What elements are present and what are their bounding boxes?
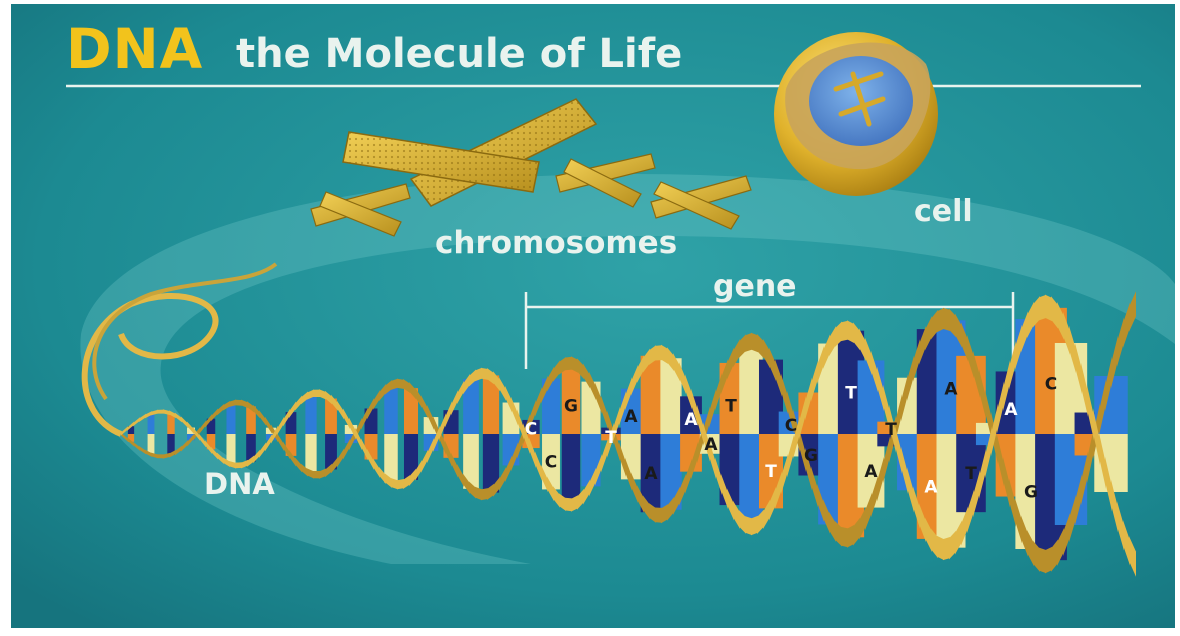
base-segment (148, 414, 155, 434)
dna-infographic: CCGTAAAATTCGTATAATAGC DNA the Molecule o… (11, 4, 1175, 628)
back-strand-segment (937, 308, 944, 332)
base-letter: A (944, 380, 958, 400)
front-strand-segment (745, 516, 752, 535)
base-letter: T (725, 397, 737, 417)
base-segment (148, 434, 155, 454)
base-letter: A (1004, 400, 1018, 420)
base-letter: T (885, 420, 897, 440)
title-text: the Molecule of Life (236, 34, 682, 74)
illustration: CCGTAAAATTCGTATAATAGC (11, 4, 1175, 628)
back-strand-segment (481, 488, 488, 500)
base-segment (305, 394, 316, 434)
base-letter: C (785, 416, 797, 436)
base-letter: A (684, 410, 698, 430)
front-strand-segment (481, 368, 488, 380)
front-strand-segment (847, 320, 854, 343)
base-letter: C (1045, 375, 1057, 395)
back-strand-segment (745, 333, 752, 352)
back-strand-segment (397, 379, 404, 389)
base-segment (226, 434, 235, 464)
cell-illustration (774, 32, 938, 196)
base-letter: G (564, 396, 578, 416)
dna-label: DNA (204, 470, 275, 499)
base-letter: A (704, 435, 718, 455)
base-letter: C (545, 453, 557, 473)
base-segment (226, 404, 235, 434)
base-letter: A (644, 464, 658, 484)
chromosomes-label: chromosomes (435, 228, 677, 259)
cell-label: cell (914, 197, 973, 227)
base-letter: A (924, 477, 938, 497)
back-strand-segment (847, 525, 854, 548)
back-strand-segment (157, 454, 164, 458)
base-letter: A (864, 462, 878, 482)
front-strand-segment (943, 537, 950, 560)
front-strand-segment (751, 516, 758, 535)
title-dna: DNA (66, 22, 203, 77)
base-letter: C (525, 419, 537, 439)
base-letter: A (624, 407, 638, 427)
gene-label: gene (713, 272, 797, 302)
front-strand-segment (655, 345, 662, 360)
back-strand-segment (235, 400, 242, 406)
front-strand-segment (397, 479, 404, 489)
front-strand-segment (937, 536, 944, 560)
back-strand-segment (655, 508, 662, 523)
front-strand-segment (1045, 295, 1052, 321)
back-strand-segment (313, 471, 320, 478)
base-segment (305, 434, 316, 474)
front-strand-segment (1039, 295, 1046, 321)
back-strand-segment (751, 333, 758, 352)
back-strand-segment (1045, 547, 1052, 573)
back-strand-segment (1039, 548, 1046, 574)
back-strand-segment (565, 357, 572, 371)
front-strand-segment (313, 390, 320, 397)
base-letter: G (804, 446, 818, 466)
base-letter: G (1024, 482, 1038, 502)
base-letter: T (965, 464, 977, 484)
front-strand-segment (157, 410, 164, 414)
base-letter: T (845, 384, 857, 404)
base-segment (562, 434, 580, 505)
base-letter: T (765, 462, 777, 482)
back-strand-segment (841, 527, 848, 547)
back-strand-segment (943, 308, 950, 331)
front-strand-segment (565, 498, 572, 512)
base-letter: T (605, 428, 617, 448)
front-strand-segment (841, 321, 848, 341)
